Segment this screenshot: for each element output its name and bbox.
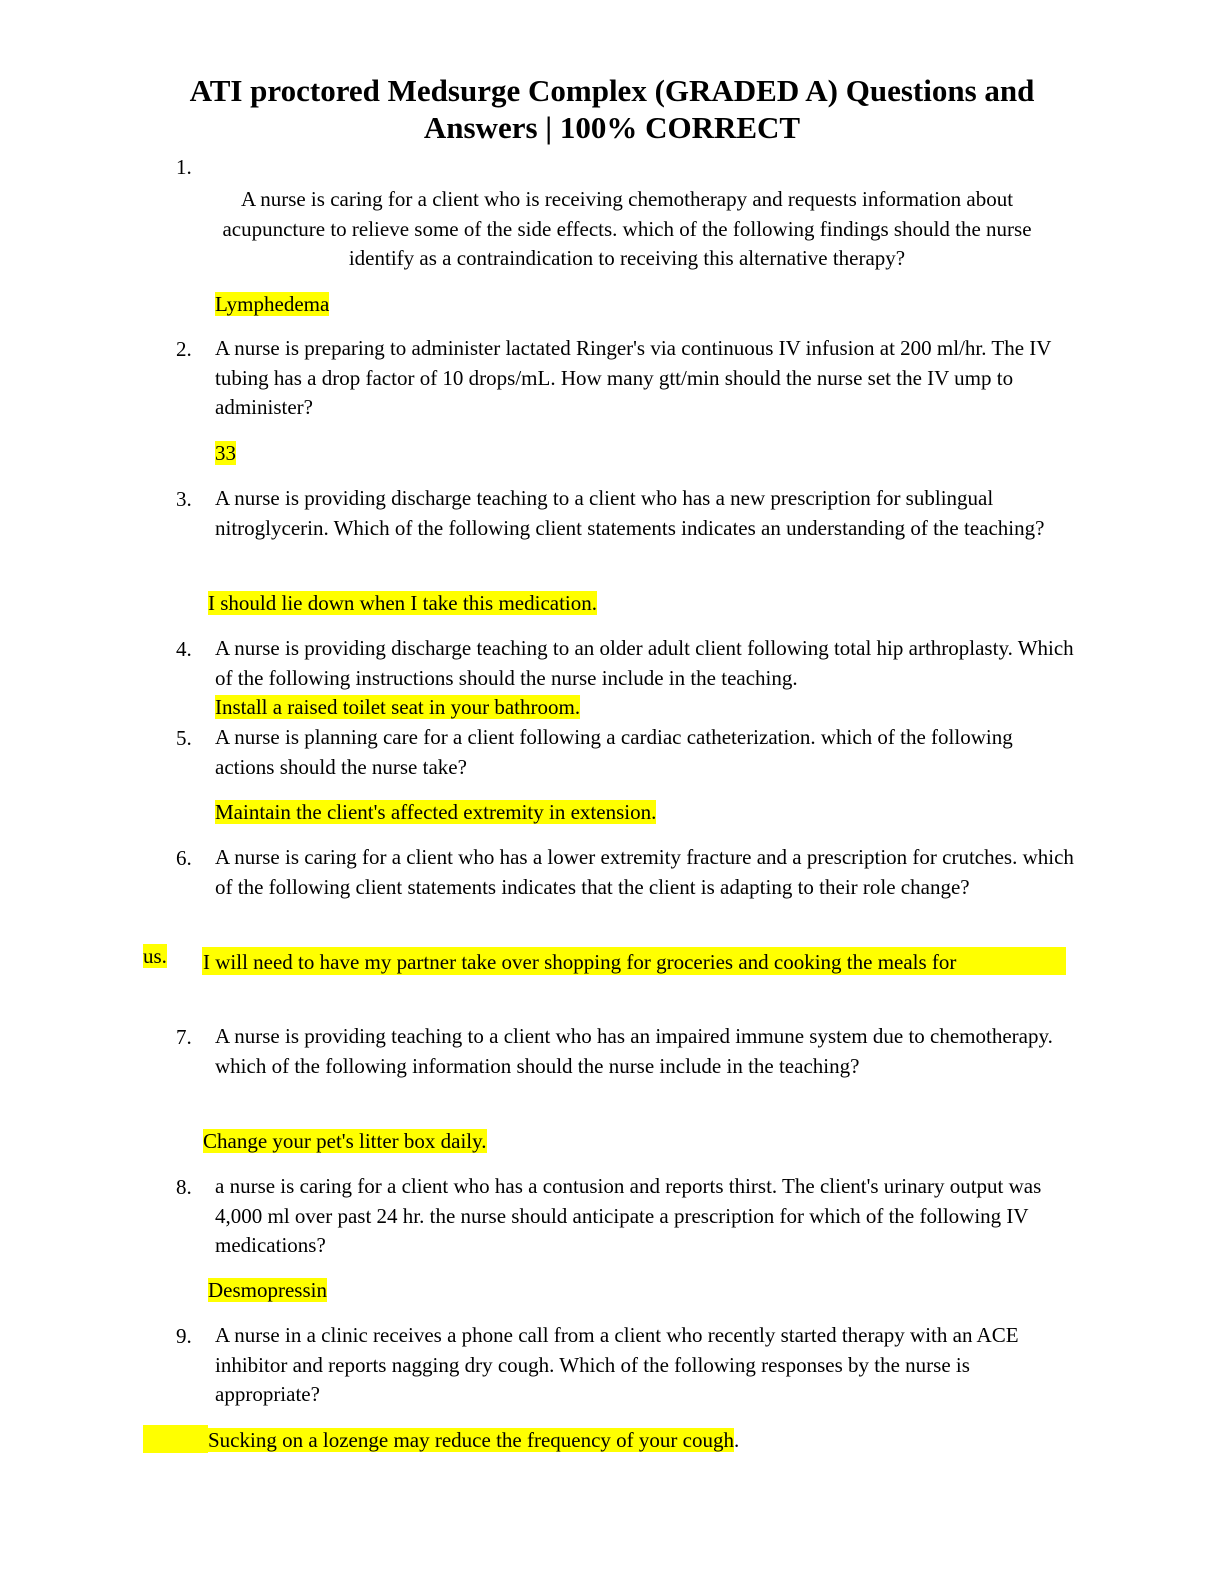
question-number: 9. — [176, 1324, 192, 1348]
question-text: A nurse is providing teaching to a clien… — [215, 1024, 1053, 1078]
answer-text: 33 — [215, 441, 236, 465]
question-number: 3. — [176, 487, 192, 511]
answer-text: I should lie down when I take this medic… — [208, 591, 598, 615]
answer-highlight — [202, 947, 1066, 975]
question-text: A nurse in a clinic receives a phone cal… — [215, 1323, 1019, 1406]
answer-highlight-lead — [143, 1425, 208, 1453]
answer-item: I should lie down when I take this medic… — [208, 590, 598, 617]
question-text: A nurse is preparing to administer lacta… — [215, 336, 1052, 419]
answer-text: Change your pet's litter box daily. — [203, 1129, 487, 1153]
question-text: A nurse is caring for a client who is re… — [222, 187, 1032, 270]
question-number: 5. — [176, 726, 192, 750]
answer-item: 33 — [215, 440, 236, 467]
answer-item: Change your pet's litter box daily. — [203, 1128, 487, 1155]
answer-text: Install a raised toilet seat in your bat… — [215, 695, 581, 719]
question-number: 6. — [176, 846, 192, 870]
title-line-2: Answers | 100% CORRECT — [423, 110, 801, 145]
question-number: 7. — [176, 1025, 192, 1049]
answer-text: Sucking on a lozenge may reduce the freq… — [208, 1428, 734, 1452]
question-number: 8. — [176, 1175, 192, 1199]
answer-item: Maintain the client's affected extremity… — [215, 799, 657, 826]
answer-item: Sucking on a lozenge may reduce the freq… — [208, 1427, 739, 1454]
question-text: A nurse is planning care for a client fo… — [215, 725, 1013, 779]
answer-text: Desmopressin — [208, 1278, 327, 1302]
title-line-1: ATI proctored Medsurge Complex (GRADED A… — [189, 73, 1035, 108]
answer-item: Lymphedema — [215, 291, 330, 318]
question-number: 2. — [176, 337, 192, 361]
answer-text: Maintain the client's affected extremity… — [215, 800, 657, 824]
document-title: ATI proctored Medsurge Complex (GRADED A… — [130, 72, 1094, 146]
answer-suffix: . — [733, 1428, 740, 1452]
question-number: 4. — [176, 637, 192, 661]
answer-continuation: us. — [143, 943, 167, 970]
question-text: A nurse is caring for a client who has a… — [215, 845, 1074, 899]
answer-item: Desmopressin — [208, 1277, 327, 1304]
answer-text: Lymphedema — [215, 292, 330, 316]
question-number: 1. — [176, 155, 192, 179]
answer-tail-text: us. — [143, 944, 167, 968]
answer-text: I will need to have my partner take over… — [203, 950, 957, 974]
question-text: A nurse is providing discharge teaching … — [215, 636, 1074, 690]
question-text: A nurse is providing discharge teaching … — [215, 486, 1045, 540]
question-text: a nurse is caring for a client who has a… — [215, 1174, 1042, 1257]
answer-item: Install a raised toilet seat in your bat… — [215, 694, 581, 721]
